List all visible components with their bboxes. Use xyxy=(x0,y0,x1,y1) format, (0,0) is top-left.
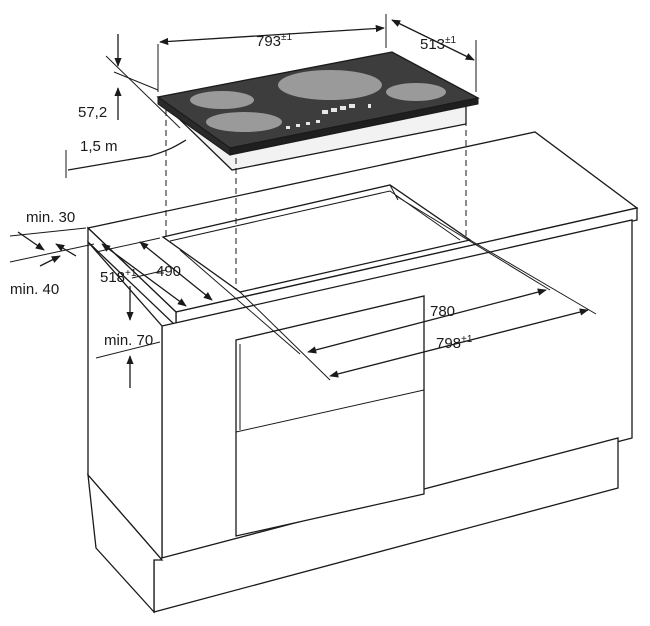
dim-cutout-width: 780 798+1 xyxy=(179,195,597,381)
cutout-width-outer-label: 798+1 xyxy=(436,334,473,352)
dim-cutout-depth: 518+1 490 xyxy=(95,237,213,307)
min-back-label: min. 40 xyxy=(10,281,59,298)
cooking-zone-front-left xyxy=(206,112,282,132)
cutout-inner-edge xyxy=(169,190,461,242)
dim-min-side: min. 70 xyxy=(95,286,161,388)
cutout-depth-inner-label: 490 xyxy=(156,263,181,280)
dim-cable-length: 1,5 m xyxy=(80,138,118,155)
plinth-left xyxy=(87,473,164,614)
cooking-zone-rear-left xyxy=(190,91,254,109)
hob xyxy=(156,51,480,171)
cutout-depth-outer-label: 518+1 xyxy=(100,268,137,286)
power-cable xyxy=(65,139,187,178)
cabinet xyxy=(86,131,639,614)
cooking-zone-right xyxy=(386,83,446,101)
hob-glass-left-edge xyxy=(157,96,231,156)
dim-front-clearances: min. 30 min. 40 xyxy=(9,209,95,298)
cable-length-label: 1,5 m xyxy=(80,138,118,155)
hob-depth-label: 513±1 xyxy=(420,35,457,53)
cutout-width-inner-label: 780 xyxy=(430,303,455,320)
min-side-label: min. 70 xyxy=(104,332,153,349)
hob-width-label: 793±1 xyxy=(256,32,293,50)
dim-hob-height: 57,2 xyxy=(78,34,181,129)
oven-recess-shelf xyxy=(235,389,425,433)
min-front-label: min. 30 xyxy=(26,209,75,226)
dim-hob-depth: 513±1 xyxy=(391,19,477,92)
cooking-zone-center xyxy=(278,70,382,100)
hob-controls xyxy=(286,104,371,129)
cutout-corner xyxy=(389,184,399,201)
alignment-lines xyxy=(165,110,467,290)
dim-hob-width: 793±1 xyxy=(157,14,387,92)
hob-height-label: 57,2 xyxy=(78,104,107,121)
